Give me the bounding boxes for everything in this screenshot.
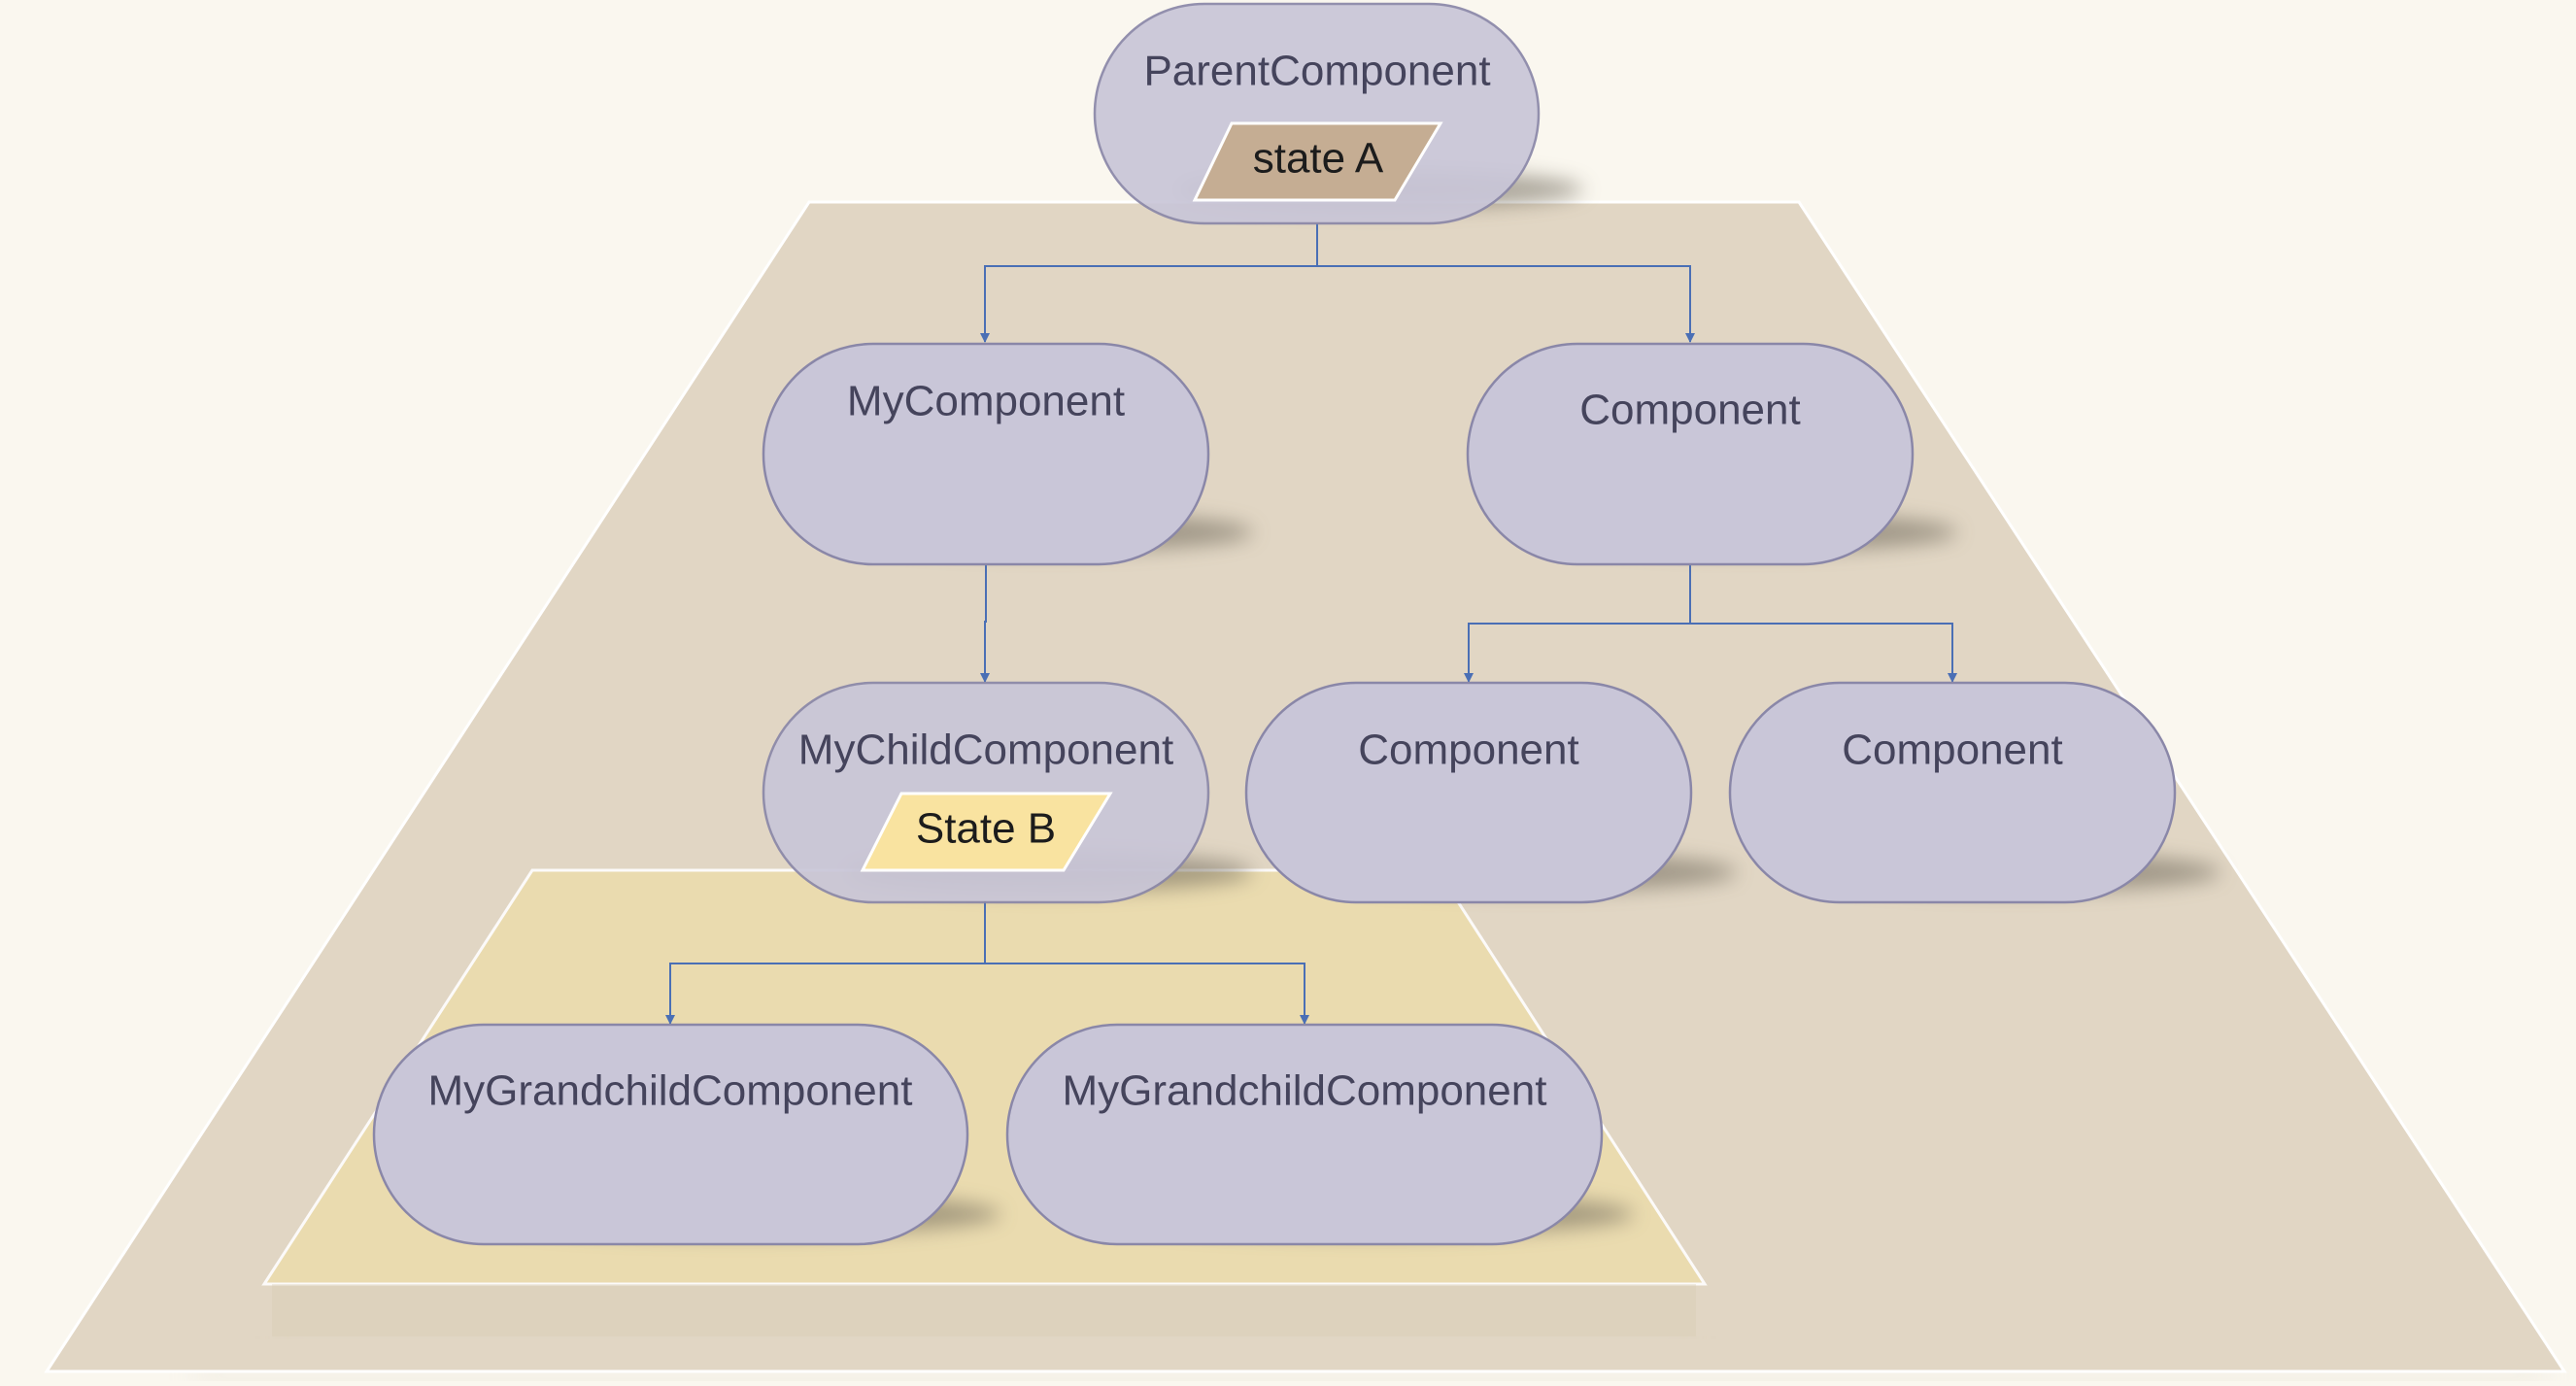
node-label: ParentComponent [1143,48,1490,95]
state-b-tag: State B [860,792,1113,872]
node-label: Component [1842,727,2062,774]
edge-parent-component [1317,265,1695,343]
node-component-mid: Component [1244,681,1693,904]
outer-region-shadow [194,1371,2545,1379]
connectors [665,223,1957,1025]
node-grandchild-right: MyGrandchildComponent [1005,1023,1604,1246]
state-a-tag: state A [1192,121,1443,202]
node-component-right: Component [1466,342,1915,566]
node-label: MyGrandchildComponent [1063,1067,1547,1115]
state-tag-label: state A [1253,135,1384,183]
edge-mycomponent-mychild [980,565,990,683]
node-shape [1728,681,2177,904]
edge-mychild-grandchild-right [985,963,1309,1025]
node-my-component: MyComponent [762,342,1210,566]
node-shape [1005,1023,1604,1246]
edge-mychild-grandchild-left [665,901,986,1025]
node-label: Component [1358,727,1578,774]
state-tag-shape [860,792,1113,872]
state-tag-label: State B [916,805,1056,853]
edge-component-component-mid [1464,565,1691,683]
node-shape [1093,2,1541,225]
node-shape [762,342,1210,566]
node-label: MyGrandchildComponent [428,1067,913,1115]
node-component-far: Component [1728,681,2177,904]
node-label: MyChildComponent [798,727,1173,774]
edge-parent-mycomponent [980,223,1318,343]
inner-region-shadow [272,1336,1700,1338]
node-grandchild-left: MyGrandchildComponent [372,1023,969,1246]
node-shape [372,1023,969,1246]
node-label: Component [1579,387,1800,434]
inner-region-base [272,1284,1696,1336]
node-shape [1244,681,1693,904]
edge-component-component-far [1690,623,1957,683]
node-shape [1466,342,1915,566]
node-parent-component: ParentComponent [1093,2,1541,225]
node-label: MyComponent [847,378,1125,425]
state-tag-shape [1192,121,1443,202]
